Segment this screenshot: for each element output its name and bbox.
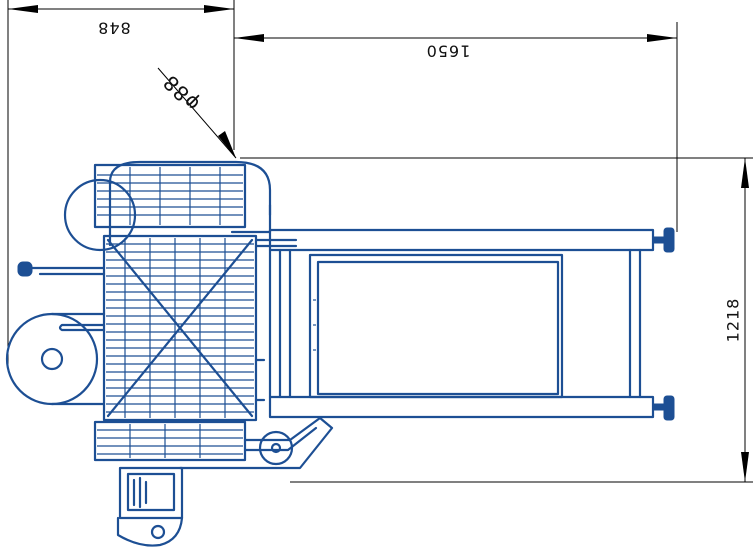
dimension-848: 848 <box>7 0 235 370</box>
top-grid-lines <box>97 167 243 225</box>
top-grid-box <box>93 163 247 229</box>
large-reel <box>5 312 99 406</box>
main-grid-body <box>102 234 258 422</box>
table-bottom-rail <box>268 395 655 419</box>
dim-1218-label: 1218 <box>724 298 743 343</box>
left-knob <box>17 261 33 277</box>
dim-1650-label: 1650 <box>426 42 471 61</box>
diameter-leader: φ88 <box>157 67 237 159</box>
dimension-1218: 1218 <box>240 157 753 483</box>
control-box <box>118 466 184 520</box>
top-arch <box>108 160 272 247</box>
table-window <box>308 253 564 399</box>
bottom-grid-lines <box>97 424 243 458</box>
dim-848-label: 848 <box>97 19 131 38</box>
bottom-wheel <box>258 430 294 466</box>
control-base <box>116 516 184 547</box>
diameter-label: φ88 <box>158 70 204 116</box>
reel-hub <box>40 347 64 371</box>
right-feet <box>652 227 675 421</box>
bottom-arm <box>178 416 334 470</box>
main-grid-lines <box>106 238 254 418</box>
dimension-1650: 1650 <box>234 22 678 232</box>
table-top-rail <box>268 228 655 252</box>
machine-outline <box>5 160 675 547</box>
